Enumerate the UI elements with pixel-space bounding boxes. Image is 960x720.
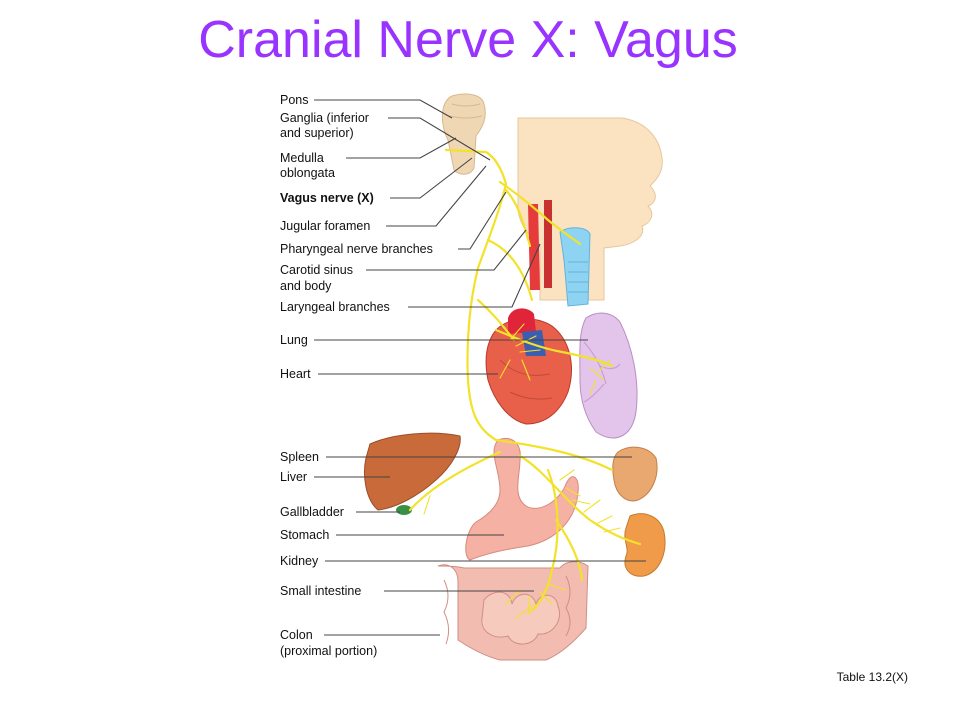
label-laryngeal-branches: Laryngeal branches — [280, 300, 390, 314]
label-small-intestine: Small intestine — [280, 584, 362, 598]
label-gallbladder: Gallbladder — [280, 505, 344, 519]
label-ganglia-line2: and superior) — [280, 126, 354, 140]
lung — [579, 312, 638, 439]
source-citation: Table 13.2(X) — [836, 670, 908, 684]
label-pons: Pons — [280, 93, 309, 107]
leader-lines — [314, 99, 646, 636]
liver — [364, 432, 461, 511]
label-stomach: Stomach — [280, 528, 330, 542]
head-silhouette — [517, 117, 663, 301]
label-colon-line1: Colon — [280, 628, 313, 642]
label-colon-line2: (proximal portion) — [280, 644, 378, 658]
brainstem — [442, 93, 486, 175]
label-pharyngeal-branches: Pharyngeal nerve branches — [280, 242, 433, 256]
label-kidney: Kidney — [280, 554, 319, 568]
label-jugular-foramen: Jugular foramen — [280, 219, 371, 233]
spleen — [612, 446, 658, 502]
label-heart: Heart — [280, 367, 311, 381]
label-carotid-line1: Carotid sinus — [280, 263, 353, 277]
stomach — [465, 438, 579, 561]
trachea — [559, 227, 591, 307]
label-medulla-line2: oblongata — [280, 166, 335, 180]
heart — [485, 318, 572, 425]
label-liver: Liver — [280, 470, 308, 484]
label-lung: Lung — [280, 333, 308, 347]
label-ganglia-line1: Ganglia (inferior — [280, 111, 369, 125]
label-carotid-line2: and body — [280, 279, 332, 293]
small-intestine — [481, 591, 560, 645]
slide-title: Cranial Nerve X: Vagus — [198, 11, 738, 69]
carotid-artery — [528, 204, 540, 290]
kidney — [624, 513, 666, 577]
label-vagus-nerve: Vagus nerve (X) — [280, 191, 374, 205]
label-spleen: Spleen — [280, 450, 319, 464]
label-medulla-line1: Medulla — [280, 151, 324, 165]
